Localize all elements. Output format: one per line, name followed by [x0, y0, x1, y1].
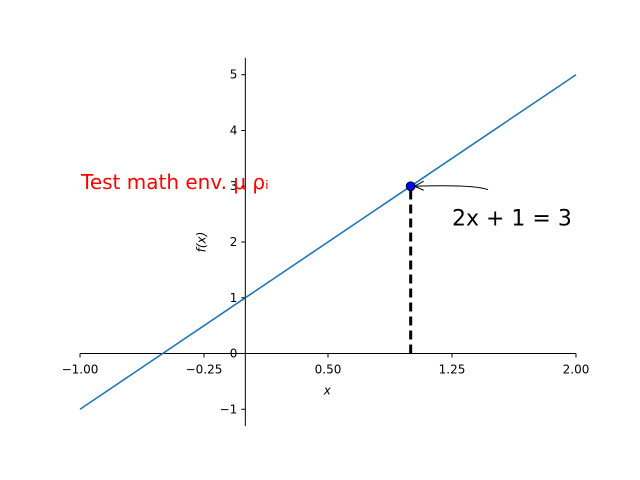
y-tick-label-0: −1 [220, 402, 238, 416]
x-tick-label-2: 0.50 [315, 363, 342, 377]
x-tick-label-1: −0.25 [186, 363, 223, 377]
x-tick-label-4: 2.00 [563, 363, 590, 377]
highlight-point [405, 181, 416, 192]
math-env-annotation: Test math env. μ ρᵢ [80, 170, 269, 194]
ticks-layer: −1.00 −0.25 0.50 1.25 2.00 −1 0 1 2 3 4 5 [62, 68, 590, 417]
x-tick-label-3: 1.25 [439, 363, 466, 377]
x-tick-label-0: −1.00 [62, 363, 99, 377]
markers-layer [405, 181, 416, 354]
y-axis-label: f(x) [194, 232, 208, 253]
x-axis-label: x [323, 384, 332, 398]
y-tick-label-3: 2 [230, 235, 238, 249]
y-tick-label-2: 1 [230, 291, 238, 305]
y-tick-label-5: 4 [230, 123, 238, 137]
y-tick-label-4: 3 [230, 179, 238, 193]
equation-annotation: 2x + 1 = 3 [452, 207, 572, 232]
equation-arrow [414, 180, 489, 191]
y-tick-label-1: 0 [230, 347, 238, 361]
equation-arrow-head [414, 180, 424, 191]
equation-arrow-path [414, 185, 489, 191]
series-layer [79, 74, 577, 410]
series-line-0 [79, 74, 577, 410]
y-tick-label-6: 5 [230, 68, 238, 82]
